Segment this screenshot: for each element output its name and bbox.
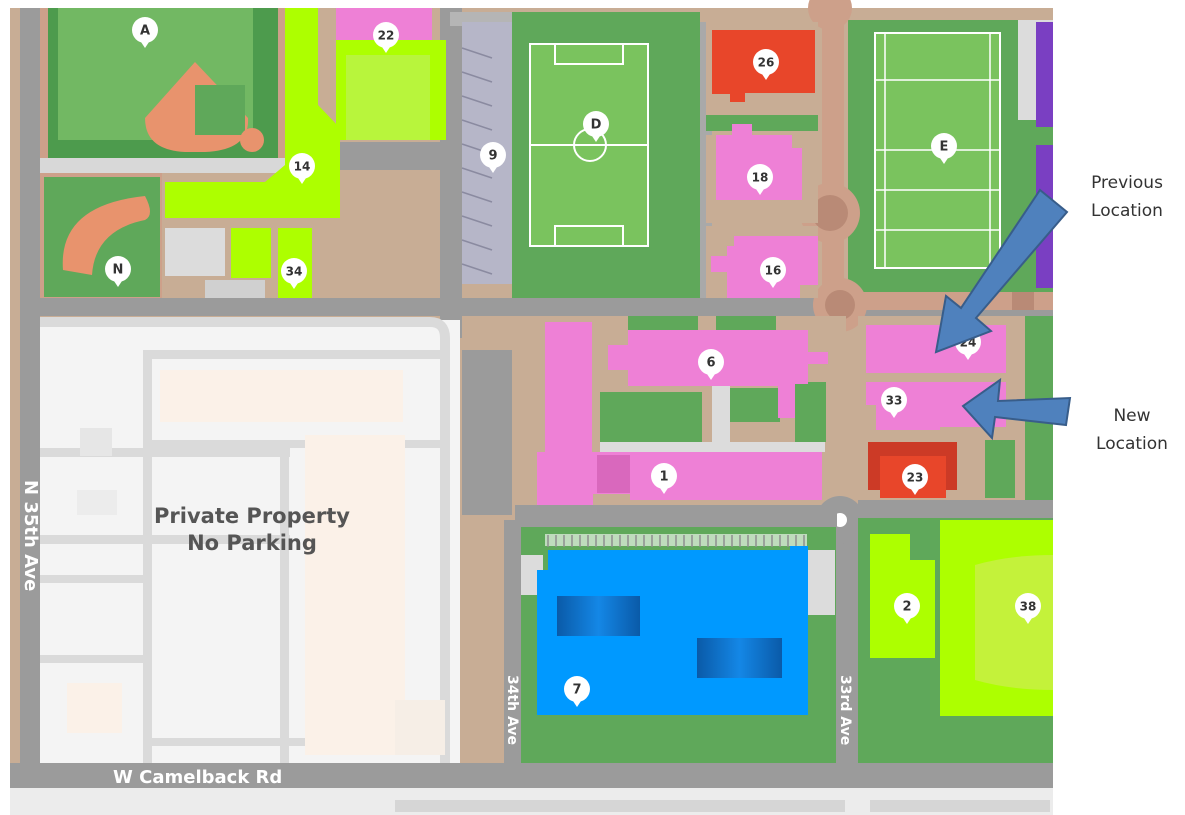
marker-e[interactable]: E: [931, 133, 957, 164]
marker-n[interactable]: N: [105, 256, 131, 287]
marker-label: D: [591, 118, 602, 133]
marker-pin-icon: [881, 387, 907, 413]
marker-a[interactable]: A: [132, 17, 158, 48]
previous-label-line2: Location: [1091, 201, 1163, 221]
marker-2[interactable]: 2: [894, 593, 920, 624]
marker-pin-icon: [747, 164, 773, 190]
southeast-area: [858, 518, 1053, 763]
marker-pin-icon: [902, 464, 928, 490]
private-property-label: Private Property: [154, 504, 350, 528]
no-parking-label: No Parking: [187, 531, 317, 555]
road-n-35th-ave: [20, 8, 40, 788]
marker-pin-icon: [289, 153, 315, 179]
marker-33[interactable]: 33: [881, 387, 907, 418]
road-label-w-camelback-rd: W Camelback Rd: [113, 767, 282, 788]
road-w-camelback-rd: [10, 763, 1053, 788]
marker-16[interactable]: 16: [760, 257, 786, 288]
marker-label: 18: [752, 171, 769, 185]
marker-pin-icon: [281, 258, 307, 284]
marker-label: 22: [378, 29, 395, 43]
marker-14[interactable]: 14: [289, 153, 315, 184]
building-7-area: [521, 527, 836, 763]
building-6-shape: [608, 330, 828, 418]
marker-d[interactable]: D: [583, 111, 609, 142]
marker-label: 38: [1020, 600, 1037, 614]
road-parking-drive: [462, 350, 512, 515]
marker-1[interactable]: 1: [651, 463, 677, 494]
marker-pin-icon: [105, 256, 131, 282]
marker-34[interactable]: 34: [281, 258, 307, 289]
marker-pin-icon: [753, 49, 779, 75]
building-22-shape: [336, 8, 446, 140]
marker-pin-icon: [583, 111, 609, 137]
baseball-stadium: [40, 8, 285, 173]
road-label-n-35th-ave: N 35th Ave: [20, 480, 41, 591]
road-33rd-ave: [836, 520, 858, 763]
building-16-shape: [706, 226, 818, 298]
marker-label: 2: [902, 600, 911, 615]
building-1-shape: [537, 322, 822, 508]
marker-label: 6: [706, 356, 715, 371]
practice-field: [40, 173, 265, 298]
road-east-west-mid: [40, 298, 1053, 316]
marker-pin-icon: [564, 676, 590, 702]
marker-9[interactable]: 9: [480, 142, 506, 173]
marker-label: 33: [886, 394, 903, 408]
marker-label: N: [113, 263, 124, 278]
marker-23[interactable]: 23: [902, 464, 928, 495]
soccer-field: [512, 12, 700, 298]
marker-pin-icon: [373, 22, 399, 48]
marker-label: 26: [758, 56, 775, 70]
marker-pin-icon: [480, 142, 506, 168]
marker-pin-icon: [931, 133, 957, 159]
marker-label: 7: [572, 683, 581, 698]
marker-pin-icon: [132, 17, 158, 43]
building-18-shape: [706, 124, 818, 223]
road-label-34th-ave: 34th Ave: [504, 675, 520, 745]
new-label-line1: New: [1113, 406, 1151, 426]
marker-pin-icon: [651, 463, 677, 489]
marker-26[interactable]: 26: [753, 49, 779, 80]
building-26-shape: [706, 22, 818, 131]
marker-pin-icon: [760, 257, 786, 283]
marker-label: 14: [294, 160, 311, 174]
road-network: [10, 8, 1053, 815]
new-location-label: New Location: [1082, 402, 1182, 458]
previous-location-arrow: [934, 188, 1069, 354]
marker-label: 16: [765, 264, 782, 278]
marker-22[interactable]: 22: [373, 22, 399, 53]
marker-label: 23: [907, 471, 924, 485]
private-property-lot: [40, 317, 460, 763]
marker-pin-icon: [1015, 593, 1041, 619]
marker-pin-icon: [894, 593, 920, 619]
marker-7[interactable]: 7: [564, 676, 590, 707]
marker-38[interactable]: 38: [1015, 593, 1041, 624]
previous-label-line1: Previous: [1091, 173, 1163, 193]
new-label-line2: Location: [1096, 434, 1168, 454]
marker-label: 1: [659, 470, 668, 485]
marker-pin-icon: [698, 349, 724, 375]
marker-label: 34: [286, 265, 303, 279]
marker-label: A: [140, 24, 150, 39]
road-label-33rd-ave: 33rd Ave: [837, 675, 853, 745]
new-location-arrow: [961, 377, 1072, 441]
previous-location-label: Previous Location: [1072, 169, 1182, 225]
marker-label: 9: [488, 149, 497, 164]
road-34th-ave: [504, 520, 521, 763]
marker-6[interactable]: 6: [698, 349, 724, 380]
marker-label: E: [940, 140, 949, 155]
marker-18[interactable]: 18: [747, 164, 773, 195]
